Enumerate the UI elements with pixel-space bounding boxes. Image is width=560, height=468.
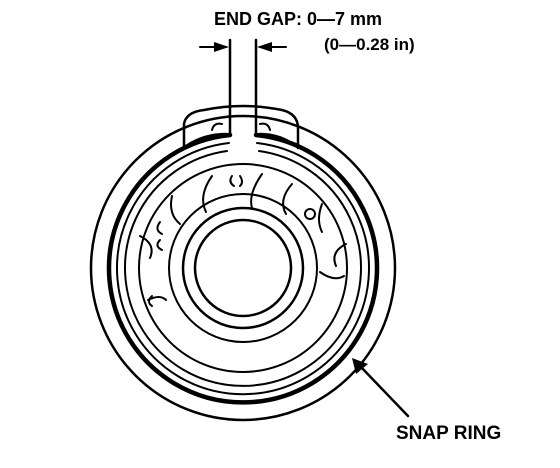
roller-mark: [156, 239, 163, 251]
roller-mark: [156, 221, 163, 235]
roller-mark: [229, 175, 235, 187]
roller-separator: [170, 195, 181, 225]
roller-separator: [139, 235, 153, 259]
bearing-cage-outer: [138, 163, 348, 373]
roller-separator: [202, 175, 213, 213]
end-gap-inches-label: (0—0.28 in): [324, 35, 415, 54]
bore-edge: [124, 150, 362, 387]
snap-ring-label: SNAP RING: [396, 423, 502, 444]
roller-separator: [319, 271, 345, 280]
snap-ring-inner-edge: [116, 142, 370, 396]
lug-right-hook: [259, 122, 271, 131]
snap-ring-leader-arrowhead: [352, 358, 368, 374]
housing-outer-edge: [89, 114, 397, 422]
bearing-cage-inner: [168, 193, 318, 343]
shaft-bore: [193, 218, 293, 318]
gap-arrow-left-head: [214, 42, 229, 52]
snap-ring-leader: [358, 364, 410, 418]
roller-separator: [282, 183, 293, 215]
roller-mark: [239, 175, 243, 187]
end-gap-label: END GAP: 0—7 mm: [214, 9, 383, 29]
snap-ring-lug-left-end: [184, 132, 228, 148]
roller-separator: [250, 173, 263, 209]
lug-left-hook: [211, 122, 223, 131]
gap-arrow-right-head: [257, 42, 272, 52]
roller-separator: [318, 203, 323, 233]
bearing-inner-race: [181, 206, 305, 330]
snap-ring-lug: [182, 104, 300, 150]
roller-separator: [333, 243, 347, 267]
snap-ring-lug-right-end: [258, 132, 298, 148]
snap-ring: [106, 132, 380, 405]
roller-mark: [148, 295, 153, 307]
roller-hole: [304, 208, 316, 220]
